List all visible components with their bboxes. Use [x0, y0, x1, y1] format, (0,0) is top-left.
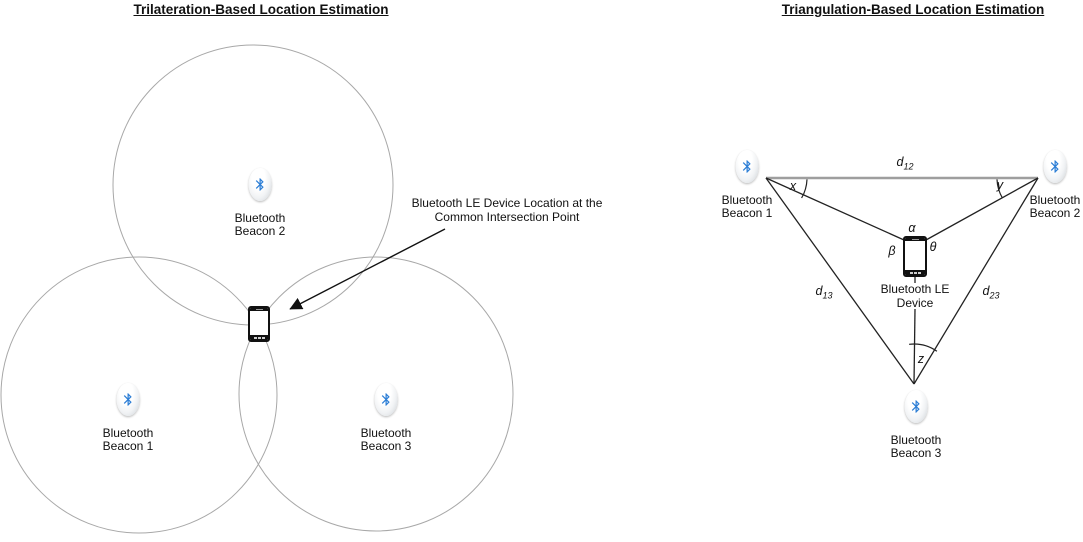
phone-screen [250, 311, 268, 335]
device-to-beacon3-line [913, 308, 916, 385]
beacon-label: Bluetooth Beacon 1 [722, 194, 773, 220]
beacon-label-line1: Bluetooth [890, 433, 942, 447]
beacon-label-line2: Beacon 3 [890, 446, 942, 460]
ble-device-label: Bluetooth LE Device [881, 282, 950, 310]
phone-top-bar [250, 308, 268, 311]
beacon-label-line2: Beacon 3 [360, 439, 412, 453]
triangle-side-d13 [765, 177, 915, 385]
phone-screen [905, 241, 925, 270]
beacon-label-line2: Beacon 2 [234, 224, 286, 238]
annotation-arrow [289, 228, 446, 310]
beacon-label-line1: Bluetooth [721, 193, 773, 207]
beacon-label: Bluetooth Beacon 3 [891, 434, 942, 460]
beacon-2-left: Bluetooth Beacon 2 [235, 168, 286, 238]
phone-bottom-bar [905, 270, 925, 275]
bluetooth-icon [123, 393, 132, 406]
triangle-side-d23 [913, 177, 1039, 385]
angle-label-y: y [996, 178, 1004, 192]
distance-label-d13: d13 [815, 283, 833, 301]
range-circle-beacon-1 [0, 256, 278, 534]
beacon-label: Bluetooth Beacon 3 [361, 427, 412, 453]
bluetooth-beacon-icon [248, 168, 272, 201]
ble-device-label-line2: Device [896, 296, 934, 310]
beacon-label-line2: Beacon 2 [1029, 206, 1081, 220]
bluetooth-icon [381, 393, 390, 406]
bluetooth-beacon-icon [374, 383, 398, 416]
angle-arc-x [801, 179, 808, 199]
beacon-label: Bluetooth Beacon 1 [103, 427, 154, 453]
angle-label-x: x [789, 179, 797, 193]
beacon-label-line2: Beacon 1 [721, 206, 773, 220]
angle-label-theta: θ [929, 240, 937, 254]
bluetooth-beacon-icon [904, 390, 928, 423]
ble-device-label-line1: Bluetooth LE [880, 282, 950, 296]
beacon-3-left: Bluetooth Beacon 3 [361, 383, 412, 453]
beacon2-to-device-line [925, 177, 1039, 241]
phone-top-bar [905, 238, 925, 241]
range-circle-beacon-3 [238, 256, 514, 532]
beacon-label-line1: Bluetooth [234, 211, 286, 225]
annotation-line2: Common Intersection Point [434, 210, 580, 224]
trilateration-title: Trilateration-Based Location Estimation [133, 2, 389, 17]
bluetooth-icon [255, 178, 264, 191]
smartphone-icon [248, 306, 270, 342]
phone-bottom-bar [250, 335, 268, 340]
smartphone-icon [903, 236, 927, 277]
beacon-3-right: Bluetooth Beacon 3 [891, 390, 942, 460]
bluetooth-beacon-icon [1043, 150, 1067, 183]
bluetooth-icon [911, 400, 920, 413]
bluetooth-beacon-icon [735, 150, 759, 183]
phone-speaker [255, 309, 263, 310]
beacon-label: Bluetooth Beacon 2 [235, 212, 286, 238]
triangulation-title: Triangulation-Based Location Estimation [781, 2, 1045, 17]
beacon-1-left: Bluetooth Beacon 1 [103, 383, 154, 453]
bluetooth-icon [742, 160, 751, 173]
beacon-label-line2: Beacon 1 [102, 439, 154, 453]
beacon1-to-device-line [765, 177, 905, 241]
beacon-label: Bluetooth Beacon 2 [1030, 194, 1081, 220]
beacon-label-line1: Bluetooth [1029, 193, 1081, 207]
phone-speaker [911, 239, 919, 240]
beacon-label-line1: Bluetooth [102, 426, 154, 440]
distance-label-d23: d23 [982, 283, 1000, 301]
annotation-text: Bluetooth LE Device Location at the Comm… [412, 196, 603, 224]
angle-label-z: z [917, 352, 925, 366]
beacon-2-right: Bluetooth Beacon 2 [1030, 150, 1081, 220]
beacon-label-line1: Bluetooth [360, 426, 412, 440]
angle-arc-y [996, 179, 1003, 199]
beacon-1-right: Bluetooth Beacon 1 [722, 150, 773, 220]
distance-label-d12: d12 [896, 154, 914, 172]
bluetooth-icon [1050, 160, 1059, 173]
angle-arc-z [909, 343, 938, 352]
angle-label-alpha: α [908, 221, 916, 235]
annotation-line1: Bluetooth LE Device Location at the [411, 196, 603, 210]
angle-label-beta: β [888, 244, 896, 258]
bluetooth-beacon-icon [116, 383, 140, 416]
